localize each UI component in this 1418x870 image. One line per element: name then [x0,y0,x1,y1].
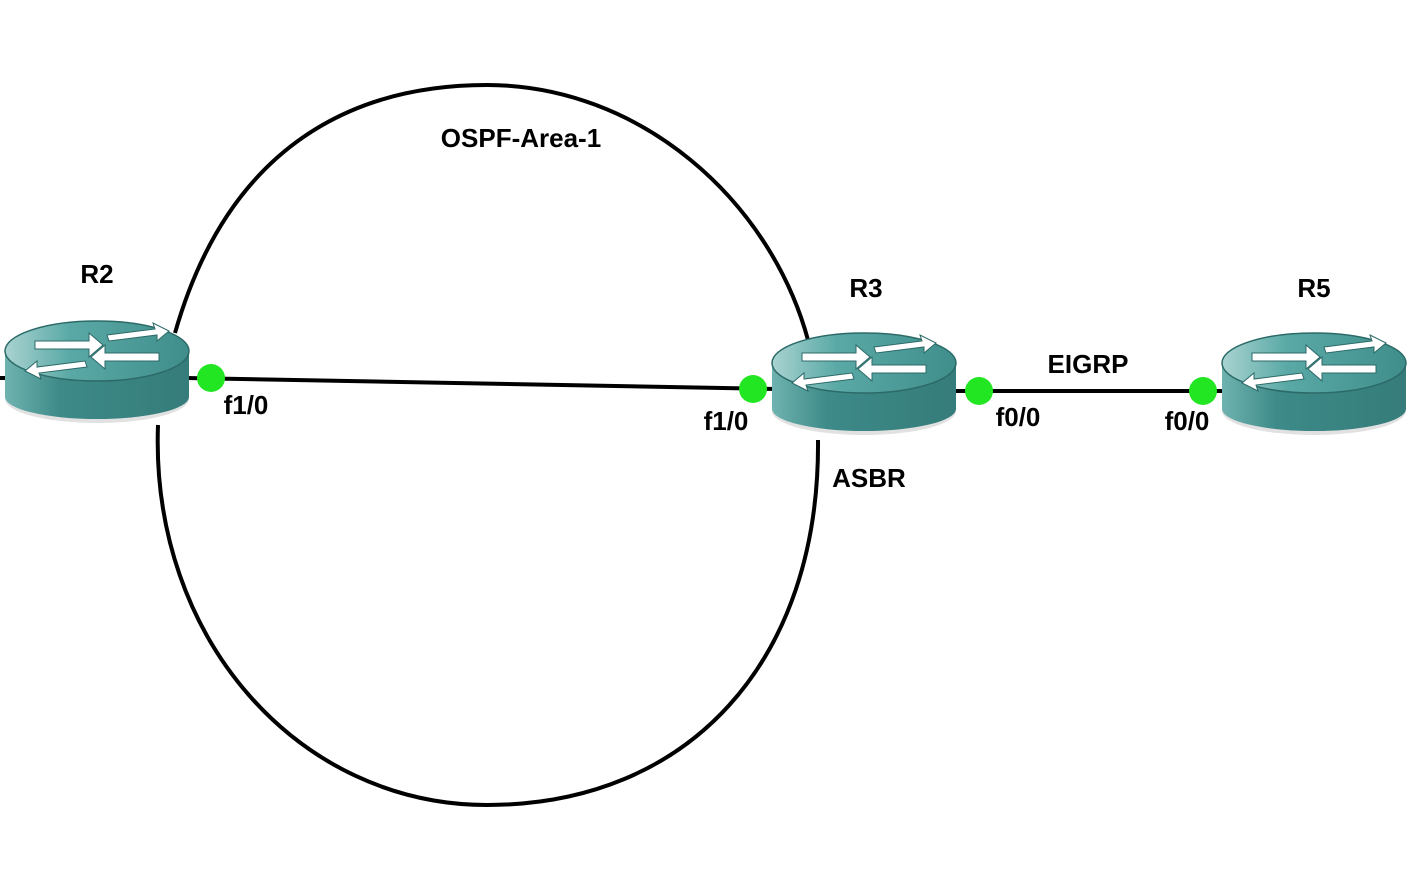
ospf-area-label: OSPF-Area-1 [441,123,601,153]
router-icon [1221,332,1407,436]
link-protocol-label-eigrp: EIGRP [1048,349,1129,379]
port-status-r5-f0-0 [1189,377,1217,405]
ospf-area-boundary-lower [155,424,821,808]
link-r2-r3[interactable] [185,376,777,391]
port-status-r2-f1-0 [197,364,225,392]
router-icon [771,332,957,436]
router-r2[interactable] [4,320,190,424]
interface-label-r3-f1-0: f1/0 [704,406,749,436]
router-r5[interactable] [1221,332,1407,436]
router-r3-name: R3 [849,273,882,303]
router-r3-role-label: ASBR [832,463,906,493]
ospf-area-boundary [173,82,810,341]
router-r2-name: R2 [80,259,113,289]
router-icon [4,320,190,424]
interface-label-r2-f1-0: f1/0 [224,390,269,420]
router-r5-name: R5 [1297,273,1330,303]
router-r3[interactable] [771,332,957,436]
port-status-r3-f1-0 [739,375,767,403]
interface-label-r5-f0-0: f0/0 [1165,406,1210,436]
interface-label-r3-f0-0: f0/0 [996,402,1041,432]
port-status-r3-f0-0 [965,377,993,405]
